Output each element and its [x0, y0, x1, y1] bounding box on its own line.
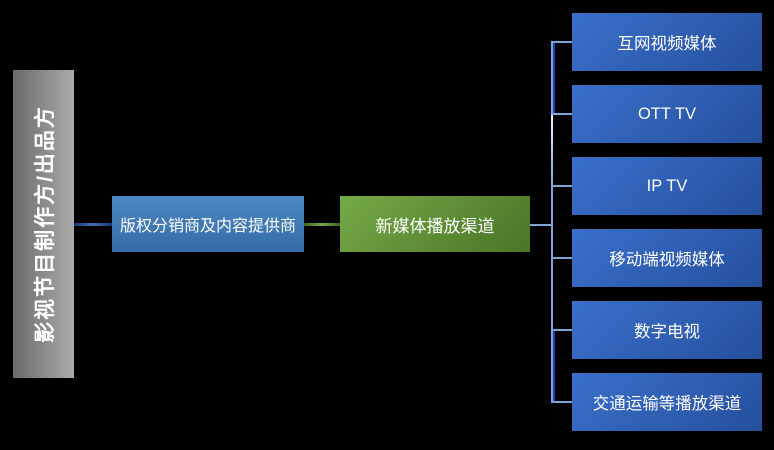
bracket-light-segment [551, 115, 553, 185]
connector-distributor-hub [304, 223, 340, 226]
hub-label: 新媒体播放渠道 [375, 216, 495, 236]
producer-label: 影视节目制作方/出品方 [33, 105, 57, 343]
channel-label: 交通运输等播放渠道 [592, 395, 742, 413]
bracket-dark-segment-bottom [553, 330, 555, 402]
channel-label: 移动端视频媒体 [609, 251, 725, 269]
node-producer[interactable]: 影视节目制作方/出品方 [13, 70, 74, 378]
node-channel-mobile-video[interactable]: 移动端视频媒体 [572, 229, 762, 287]
bracket-vertical-line [551, 42, 553, 403]
stub-channel-0 [551, 41, 572, 43]
node-channel-digital-tv[interactable]: 数字电视 [572, 301, 762, 359]
channel-label: 互网视频媒体 [617, 35, 717, 53]
stub-channel-5 [551, 401, 572, 403]
channel-label: IP TV [646, 176, 688, 195]
channel-label: 数字电视 [634, 323, 700, 341]
node-channel-internet-video[interactable]: 互网视频媒体 [572, 13, 762, 71]
bracket-dark-segment-top [553, 43, 555, 114]
stub-channel-3 [551, 257, 572, 259]
node-channel-ip-tv[interactable]: IP TV [572, 157, 762, 215]
node-channel-ott-tv[interactable]: OTT TV [572, 85, 762, 143]
connector-producer-distributor [74, 223, 112, 226]
node-newmedia-hub[interactable]: 新媒体播放渠道 [340, 196, 530, 252]
channel-label: OTT TV [637, 104, 697, 123]
stub-channel-2 [551, 185, 572, 187]
connector-hub-bracket [530, 224, 553, 226]
node-distributor[interactable]: 版权分销商及内容提供商 [112, 196, 304, 252]
node-channel-transport[interactable]: 交通运输等播放渠道 [572, 373, 762, 431]
stub-channel-1 [551, 113, 572, 115]
distributor-label: 版权分销商及内容提供商 [119, 218, 296, 235]
stub-channel-4 [551, 329, 572, 331]
